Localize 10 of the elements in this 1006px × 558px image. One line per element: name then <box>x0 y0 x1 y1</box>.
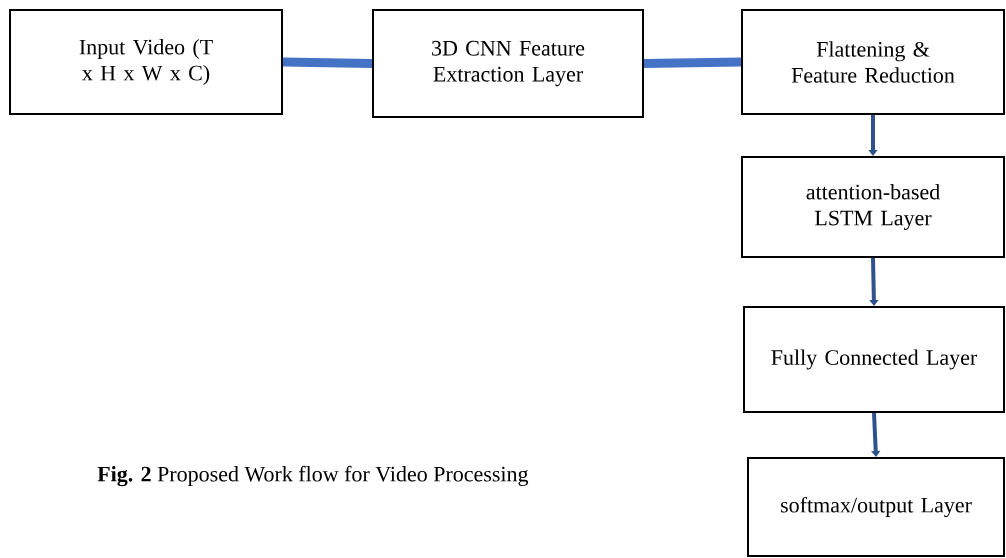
process-box: Fully Connected Layer <box>743 306 1005 413</box>
process-box: attention-based LSTM Layer <box>741 156 1005 258</box>
figure-caption: Fig. 2 Proposed Work flow for Video Processing <box>97 465 529 487</box>
process-box: Flattening & Feature Reduction <box>741 9 1005 115</box>
process-box: 3D CNN Feature Extraction Layer <box>372 9 644 118</box>
process-box: softmax/output Layer <box>747 457 1005 557</box>
connector-line <box>643 57 742 68</box>
connector-line <box>282 57 373 68</box>
arrow <box>871 412 881 457</box>
process-box: Input Video (T x H x W x C) <box>9 9 283 115</box>
